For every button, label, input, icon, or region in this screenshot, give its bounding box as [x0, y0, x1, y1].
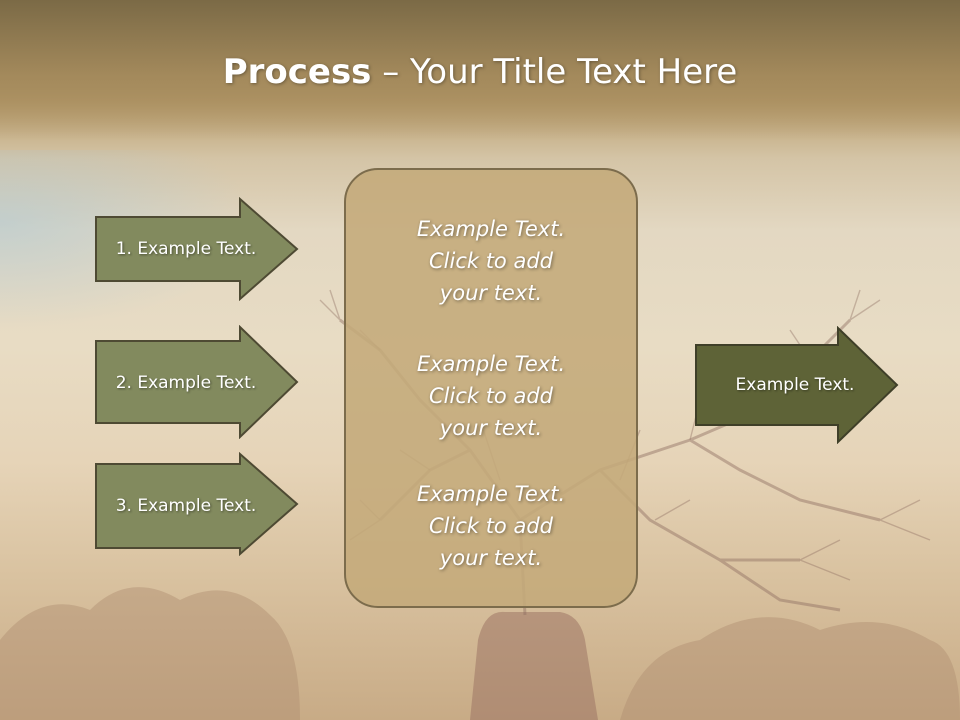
title-band	[0, 0, 960, 140]
panel-block-3-line-2: Click to add	[428, 514, 553, 538]
output-label: Example Text.	[735, 375, 855, 395]
panel-block-2-line-2: Click to add	[428, 384, 553, 408]
panel-block-3-line-1: Example Text.	[416, 482, 566, 506]
step-label-2: 2. Example Text.	[115, 373, 257, 393]
title-bold: Process	[222, 52, 372, 92]
step-arrow-1[interactable]	[94, 197, 300, 301]
panel-block-1-line-2: Click to add	[428, 249, 553, 273]
step-label-1: 1. Example Text.	[115, 239, 257, 259]
panel-block-2[interactable]: Example Text. Click to add your text.	[344, 348, 638, 444]
panel-block-2-line-1: Example Text.	[416, 352, 566, 376]
panel-block-1[interactable]: Example Text. Click to add your text.	[344, 213, 638, 309]
panel-block-2-line-3: your text.	[439, 416, 543, 440]
panel-block-3[interactable]: Example Text. Click to add your text.	[344, 478, 638, 574]
slide-title[interactable]: Process – Your Title Text Here	[0, 52, 960, 92]
panel-block-1-line-3: your text.	[439, 281, 543, 305]
step-arrow-2[interactable]	[94, 325, 300, 439]
center-panel[interactable]	[344, 168, 638, 608]
panel-block-3-line-3: your text.	[439, 546, 543, 570]
output-arrow[interactable]	[694, 326, 900, 444]
step-label-3: 3. Example Text.	[115, 496, 257, 516]
panel-block-1-line-1: Example Text.	[416, 217, 566, 241]
title-rest: – Your Title Text Here	[371, 52, 738, 92]
step-arrow-3[interactable]	[94, 452, 300, 556]
